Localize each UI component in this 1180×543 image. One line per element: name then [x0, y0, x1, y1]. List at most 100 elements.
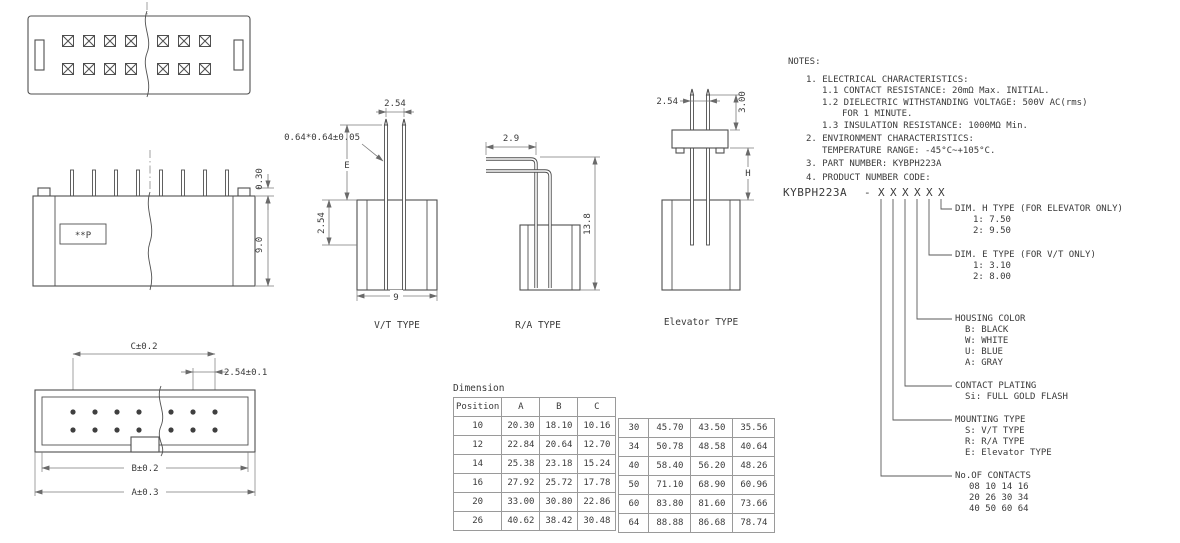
note-environment: 2. ENVIRONMENT CHARACTERISTICS:: [806, 134, 974, 144]
callout-mounting-type: MOUNTING TYPE S: V/T TYPE R: R/A TYPE E:…: [955, 415, 1052, 459]
dim-a: A±0.3: [131, 488, 158, 498]
table-header-row: Position A B C: [452, 397, 617, 417]
dim-bend: 2.9: [503, 134, 519, 144]
callout-title: No.OF CONTACTS: [955, 471, 1031, 481]
table-row: 60 83.80 81.60 73.66: [618, 494, 776, 514]
ra-type-label: R/A TYPE: [515, 320, 561, 331]
top-view-drawing: [27, 2, 251, 98]
table-row: 40 58.40 56.20 48.26: [618, 456, 776, 476]
cell-a: 50.78: [648, 437, 692, 457]
cell-a: 88.88: [648, 513, 692, 533]
cell-position: 12: [452, 435, 503, 455]
dim-pin-size: 0.64*0.64±0.05: [284, 133, 360, 143]
cell-a: 40.62: [501, 511, 541, 531]
cell-b: 25.72: [539, 473, 579, 493]
elevator-type-label: Elevator TYPE: [664, 317, 739, 328]
dimension-table-left: Position A B C 10 20.30 18.10 10.16: [452, 397, 617, 531]
callout-option: 2: 8.00: [973, 272, 1011, 282]
col-header-b: B: [539, 397, 579, 417]
product-code-dash: -: [864, 186, 871, 199]
cell-a: 20.30: [501, 416, 541, 436]
notes-section: NOTES: 1. ELECTRICAL CHARACTERISTICS: 1.…: [788, 57, 1088, 184]
callout-option: Si: FULL GOLD FLASH: [965, 392, 1068, 402]
product-code-x3: X: [902, 186, 909, 199]
table-row: 50 71.10 68.90 60.96: [618, 475, 776, 495]
cell-b: 48.58: [690, 437, 734, 457]
dim-tip: 3.00: [738, 91, 748, 113]
callout-title: CONTACT PLATING: [955, 381, 1037, 391]
col-header-a: A: [501, 397, 541, 417]
ra-type-drawing: 2.9 13.8 R/A TYPE: [485, 134, 600, 331]
cell-b: 18.10: [539, 416, 579, 436]
cell-a: 22.84: [501, 435, 541, 455]
callout-option: W: WHITE: [965, 336, 1009, 346]
callout-title: HOUSING COLOR: [955, 314, 1026, 324]
cell-a: 83.80: [648, 494, 692, 514]
callout-contact-plating: CONTACT PLATING Si: FULL GOLD FLASH: [955, 381, 1068, 403]
cell-b: 38.42: [539, 511, 579, 531]
side-view-drawing: **P 0.30 9.0: [32, 150, 274, 291]
table-row: 16 27.92 25.72 17.78: [452, 473, 617, 493]
product-code-x4: X: [914, 186, 921, 199]
front-view-pins: [70, 409, 218, 433]
front-view-drawing: C±0.2 2.54±0.1: [34, 342, 267, 498]
cell-position: 64: [618, 513, 650, 533]
dim-pin-pitch: 2.54: [656, 97, 678, 107]
note-contact-resistance: 1.1 CONTACT RESISTANCE: 20mΩ Max. INITIA…: [822, 86, 1050, 96]
table-row: 14 25.38 23.18 15.24: [452, 454, 617, 474]
cell-b: 86.68: [690, 513, 734, 533]
ra-bent-pins: [486, 157, 552, 288]
dim-pin-pitch: 2.54: [384, 99, 406, 109]
cell-a: 25.38: [501, 454, 541, 474]
break-line: [144, 10, 150, 98]
cell-b: 43.50: [690, 418, 734, 438]
callout-option: A: GRAY: [965, 358, 1003, 368]
dim-standoff: 0.30: [255, 168, 265, 190]
callout-option: R: R/A TYPE: [965, 437, 1025, 447]
table-row: 12 22.84 20.64 12.70: [452, 435, 617, 455]
callout-option: 08 10 14 16: [969, 482, 1029, 492]
cell-a: 45.70: [648, 418, 692, 438]
cell-a: 27.92: [501, 473, 541, 493]
callout-title: DIM. H TYPE (FOR ELEVATOR ONLY): [955, 204, 1123, 214]
product-code-tree-lines: [880, 199, 952, 477]
col-header-c: C: [577, 397, 617, 417]
cell-c: 73.66: [732, 494, 776, 514]
table-row: 64 88.88 86.68 78.74: [618, 513, 776, 533]
note-insulation: 1.3 INSULATION RESISTANCE: 1000MΩ Min.: [822, 120, 1028, 131]
callout-option: B: BLACK: [965, 325, 1009, 335]
cell-position: 10: [452, 416, 503, 436]
callout-option: 1: 7.50: [973, 215, 1011, 225]
product-code-x2: X: [890, 186, 897, 199]
dim-tail: 2.54: [317, 212, 327, 234]
product-code-x1: X: [878, 186, 885, 199]
cell-c: 48.26: [732, 456, 776, 476]
cell-position: 14: [452, 454, 503, 474]
dim-total-height: 13.8: [583, 213, 593, 235]
table-row: 30 45.70 43.50 35.56: [618, 418, 776, 438]
cell-position: 50: [618, 475, 650, 495]
elevator-pins: [689, 88, 711, 246]
callout-contacts-count: No.OF CONTACTS 08 10 14 16 20 26 30 34 4…: [955, 471, 1031, 515]
dim-b: B±0.2: [131, 464, 158, 474]
dimension-table-section: Dimension Position A B C 10 20: [452, 383, 776, 533]
table-row: 20 33.00 30.80 22.86: [452, 492, 617, 512]
dim-h: H: [745, 169, 750, 179]
vt-type-label: V/T TYPE: [374, 320, 420, 331]
vt-pins: [383, 118, 407, 291]
dimension-table-right: 30 45.70 43.50 35.56 34 50.78 48.58 40.6…: [618, 418, 776, 533]
elevator-collar: [671, 129, 729, 154]
table-row: 10 20.30 18.10 10.16: [452, 416, 617, 436]
product-code-x5: X: [926, 186, 933, 199]
cell-c: 35.56: [732, 418, 776, 438]
callout-option: 1: 3.10: [973, 261, 1011, 271]
cell-b: 20.64: [539, 435, 579, 455]
callout-option: 2: 9.50: [973, 226, 1011, 236]
notes-title: NOTES:: [788, 57, 821, 67]
note-dielectric-cont: FOR 1 MINUTE.: [842, 109, 913, 119]
cell-c: 30.48: [577, 511, 617, 531]
dimension-table-title: Dimension: [453, 383, 505, 394]
cell-b: 81.60: [690, 494, 734, 514]
note-electrical: 1. ELECTRICAL CHARACTERISTICS:: [806, 74, 969, 85]
